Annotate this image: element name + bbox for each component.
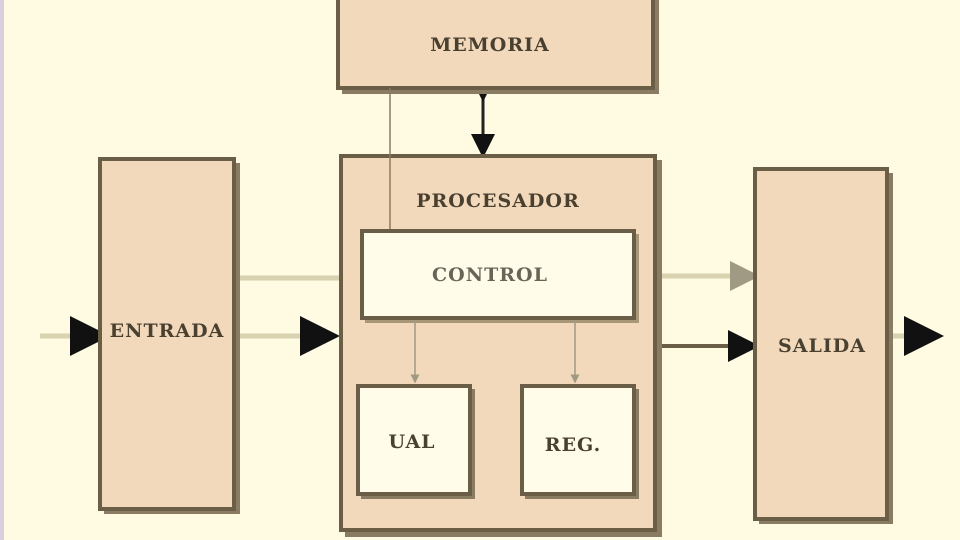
control-label: CONTROL	[432, 264, 548, 286]
control-block: CONTROL	[360, 229, 639, 323]
output-label: SALIDA	[778, 335, 866, 357]
memory-block: MEMORIA	[336, 0, 659, 94]
input-label: ENTRADA	[110, 320, 225, 342]
memory-label: MEMORIA	[430, 34, 550, 56]
registers-block: REG.	[520, 384, 639, 499]
left-edge-strip	[0, 0, 4, 540]
processor-label: PROCESADOR	[416, 190, 580, 212]
input-block: ENTRADA	[98, 157, 240, 514]
output-block: SALIDA	[753, 167, 893, 524]
registers-label: REG.	[545, 434, 601, 456]
alu-label: UAL	[388, 431, 435, 453]
alu-block: UAL	[356, 384, 475, 499]
